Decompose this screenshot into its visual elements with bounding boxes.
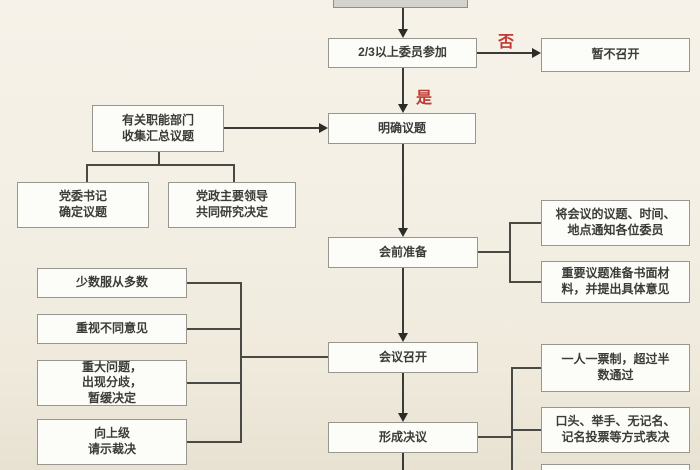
- connector-clarify-to-prep: [402, 144, 404, 230]
- decision-label-no: 否: [498, 34, 515, 51]
- node-party-secretary: 党委书记 确定议题: [17, 182, 149, 228]
- connector-collect-branch: [86, 164, 235, 166]
- connector-notify-stub: [509, 222, 541, 224]
- connector-appeal-stub: [187, 441, 240, 443]
- connector-left-bracket-vertical: [240, 282, 242, 443]
- node-pre-meeting-prep: 会前准备: [328, 237, 478, 268]
- connector-major-stub: [187, 382, 240, 384]
- connector-minority-stub: [187, 282, 240, 284]
- arrow-down-icon: [398, 228, 408, 237]
- arrow-down-icon: [398, 104, 408, 113]
- node-majority-rule: 少数服从多数: [37, 268, 187, 298]
- node-one-person-one-vote: 一人一票制，超过半 数通过: [541, 344, 690, 392]
- arrow-down-icon: [398, 29, 408, 38]
- node-notify-members: 将会议的议题、时间、 地点通知各位委员: [541, 200, 690, 246]
- connector-vote-rule-stub: [511, 367, 541, 369]
- connector-respect-stub: [187, 328, 240, 330]
- connector-resolution-to-right-bracket: [478, 436, 513, 438]
- connector-prep-to-right-bracket: [478, 251, 511, 253]
- connector-top-to-attend: [402, 8, 404, 31]
- node-respect-dissent: 重视不同意见: [37, 314, 187, 344]
- connector-branch-secretary: [86, 164, 88, 182]
- node-meeting-open: 会议召开: [328, 342, 478, 373]
- connector-attend-to-clarify: [402, 68, 404, 106]
- node-attend-check: 2/3以上委员参加: [328, 38, 477, 68]
- node-appeal-superior: 向上级 请示裁决: [37, 419, 187, 465]
- connector-prep-to-open: [402, 268, 404, 335]
- node-postpone: 暂不召开: [541, 38, 690, 72]
- node-voting-methods: 口头、举手、无记名、 记名投票等方式表决: [541, 407, 690, 453]
- connector-branch-leaders: [233, 164, 235, 182]
- node-bottom-partial: [541, 464, 690, 470]
- node-written-materials: 重要议题准备书面材 料，并提出具体意见: [541, 261, 690, 303]
- node-collect-topics: 有关职能部门 收集汇总议题: [92, 105, 224, 152]
- arrow-down-icon: [398, 413, 408, 422]
- arrow-right-icon: [319, 123, 328, 133]
- connector-left-bracket-to-open: [240, 356, 328, 358]
- connector-materials-stub: [509, 281, 541, 283]
- arrow-down-icon: [398, 333, 408, 342]
- decision-label-yes: 是: [416, 90, 433, 107]
- connector-right-bracket1-vertical: [509, 222, 511, 283]
- connector-attend-to-postpone: [477, 52, 534, 54]
- connector-collect-to-clarify: [224, 127, 321, 129]
- node-top-partial: [333, 0, 468, 8]
- node-major-issue-defer: 重大问题， 出现分歧， 暂缓决定: [37, 360, 187, 406]
- connector-open-to-resolution: [402, 373, 404, 415]
- arrow-right-icon: [532, 48, 541, 58]
- node-form-resolution: 形成决议: [328, 422, 478, 453]
- connector-resolution-to-bottom: [402, 453, 404, 470]
- connector-right-bracket2-vertical: [511, 367, 513, 470]
- node-clarify-topics: 明确议题: [328, 113, 476, 144]
- node-party-gov-leaders: 党政主要领导 共同研究决定: [168, 182, 296, 228]
- connector-collect-stem: [158, 152, 160, 165]
- connector-vote-method-stub: [511, 429, 541, 431]
